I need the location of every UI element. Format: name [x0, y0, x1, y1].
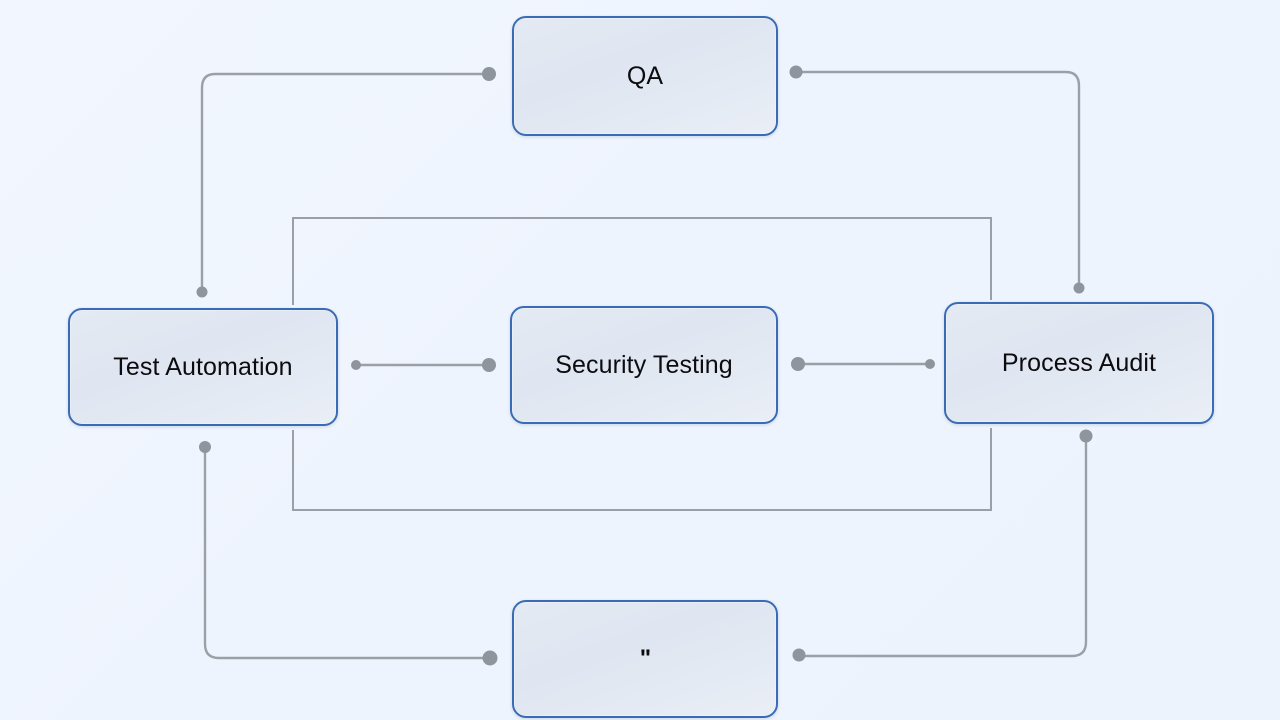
edge-qa-to-test-automation [200, 72, 491, 290]
port-dot-test-bottom [199, 441, 211, 453]
edge-process-audit-to-test-automation-bottom [292, 428, 992, 511]
port-dot-security-right [791, 357, 805, 371]
port-dot-process-top [1073, 282, 1085, 294]
node-bottom-label: " [639, 645, 651, 672]
node-security-testing-label: Security Testing [555, 350, 733, 379]
port-dot-bottom-left [482, 650, 498, 666]
port-dot-qa-left [482, 67, 496, 81]
port-dot-process-bottom [1079, 429, 1093, 443]
edge-process-audit-to-bottom-node [799, 438, 1088, 658]
port-dot-process-left [925, 359, 935, 369]
node-security-testing[interactable]: Security Testing [510, 306, 778, 424]
node-test-automation-label: Test Automation [113, 352, 293, 381]
port-dot-test-top [196, 286, 208, 298]
port-dot-test-right [351, 360, 361, 370]
edge-qa-to-process-audit [795, 70, 1081, 286]
port-dot-qa-right [789, 65, 803, 79]
node-test-automation[interactable]: Test Automation [68, 308, 338, 426]
node-process-audit-label: Process Audit [1001, 348, 1157, 377]
edge-test-automation-to-bottom-node [203, 450, 489, 660]
node-process-audit[interactable]: Process Audit [944, 302, 1214, 424]
node-qa[interactable]: QA [512, 16, 778, 136]
node-qa-label: QA [626, 61, 664, 90]
port-dot-security-left [482, 358, 496, 372]
edge-test-automation-to-process-audit-top [292, 217, 992, 305]
port-dot-bottom-right [792, 648, 806, 662]
node-bottom[interactable]: " [512, 600, 778, 718]
